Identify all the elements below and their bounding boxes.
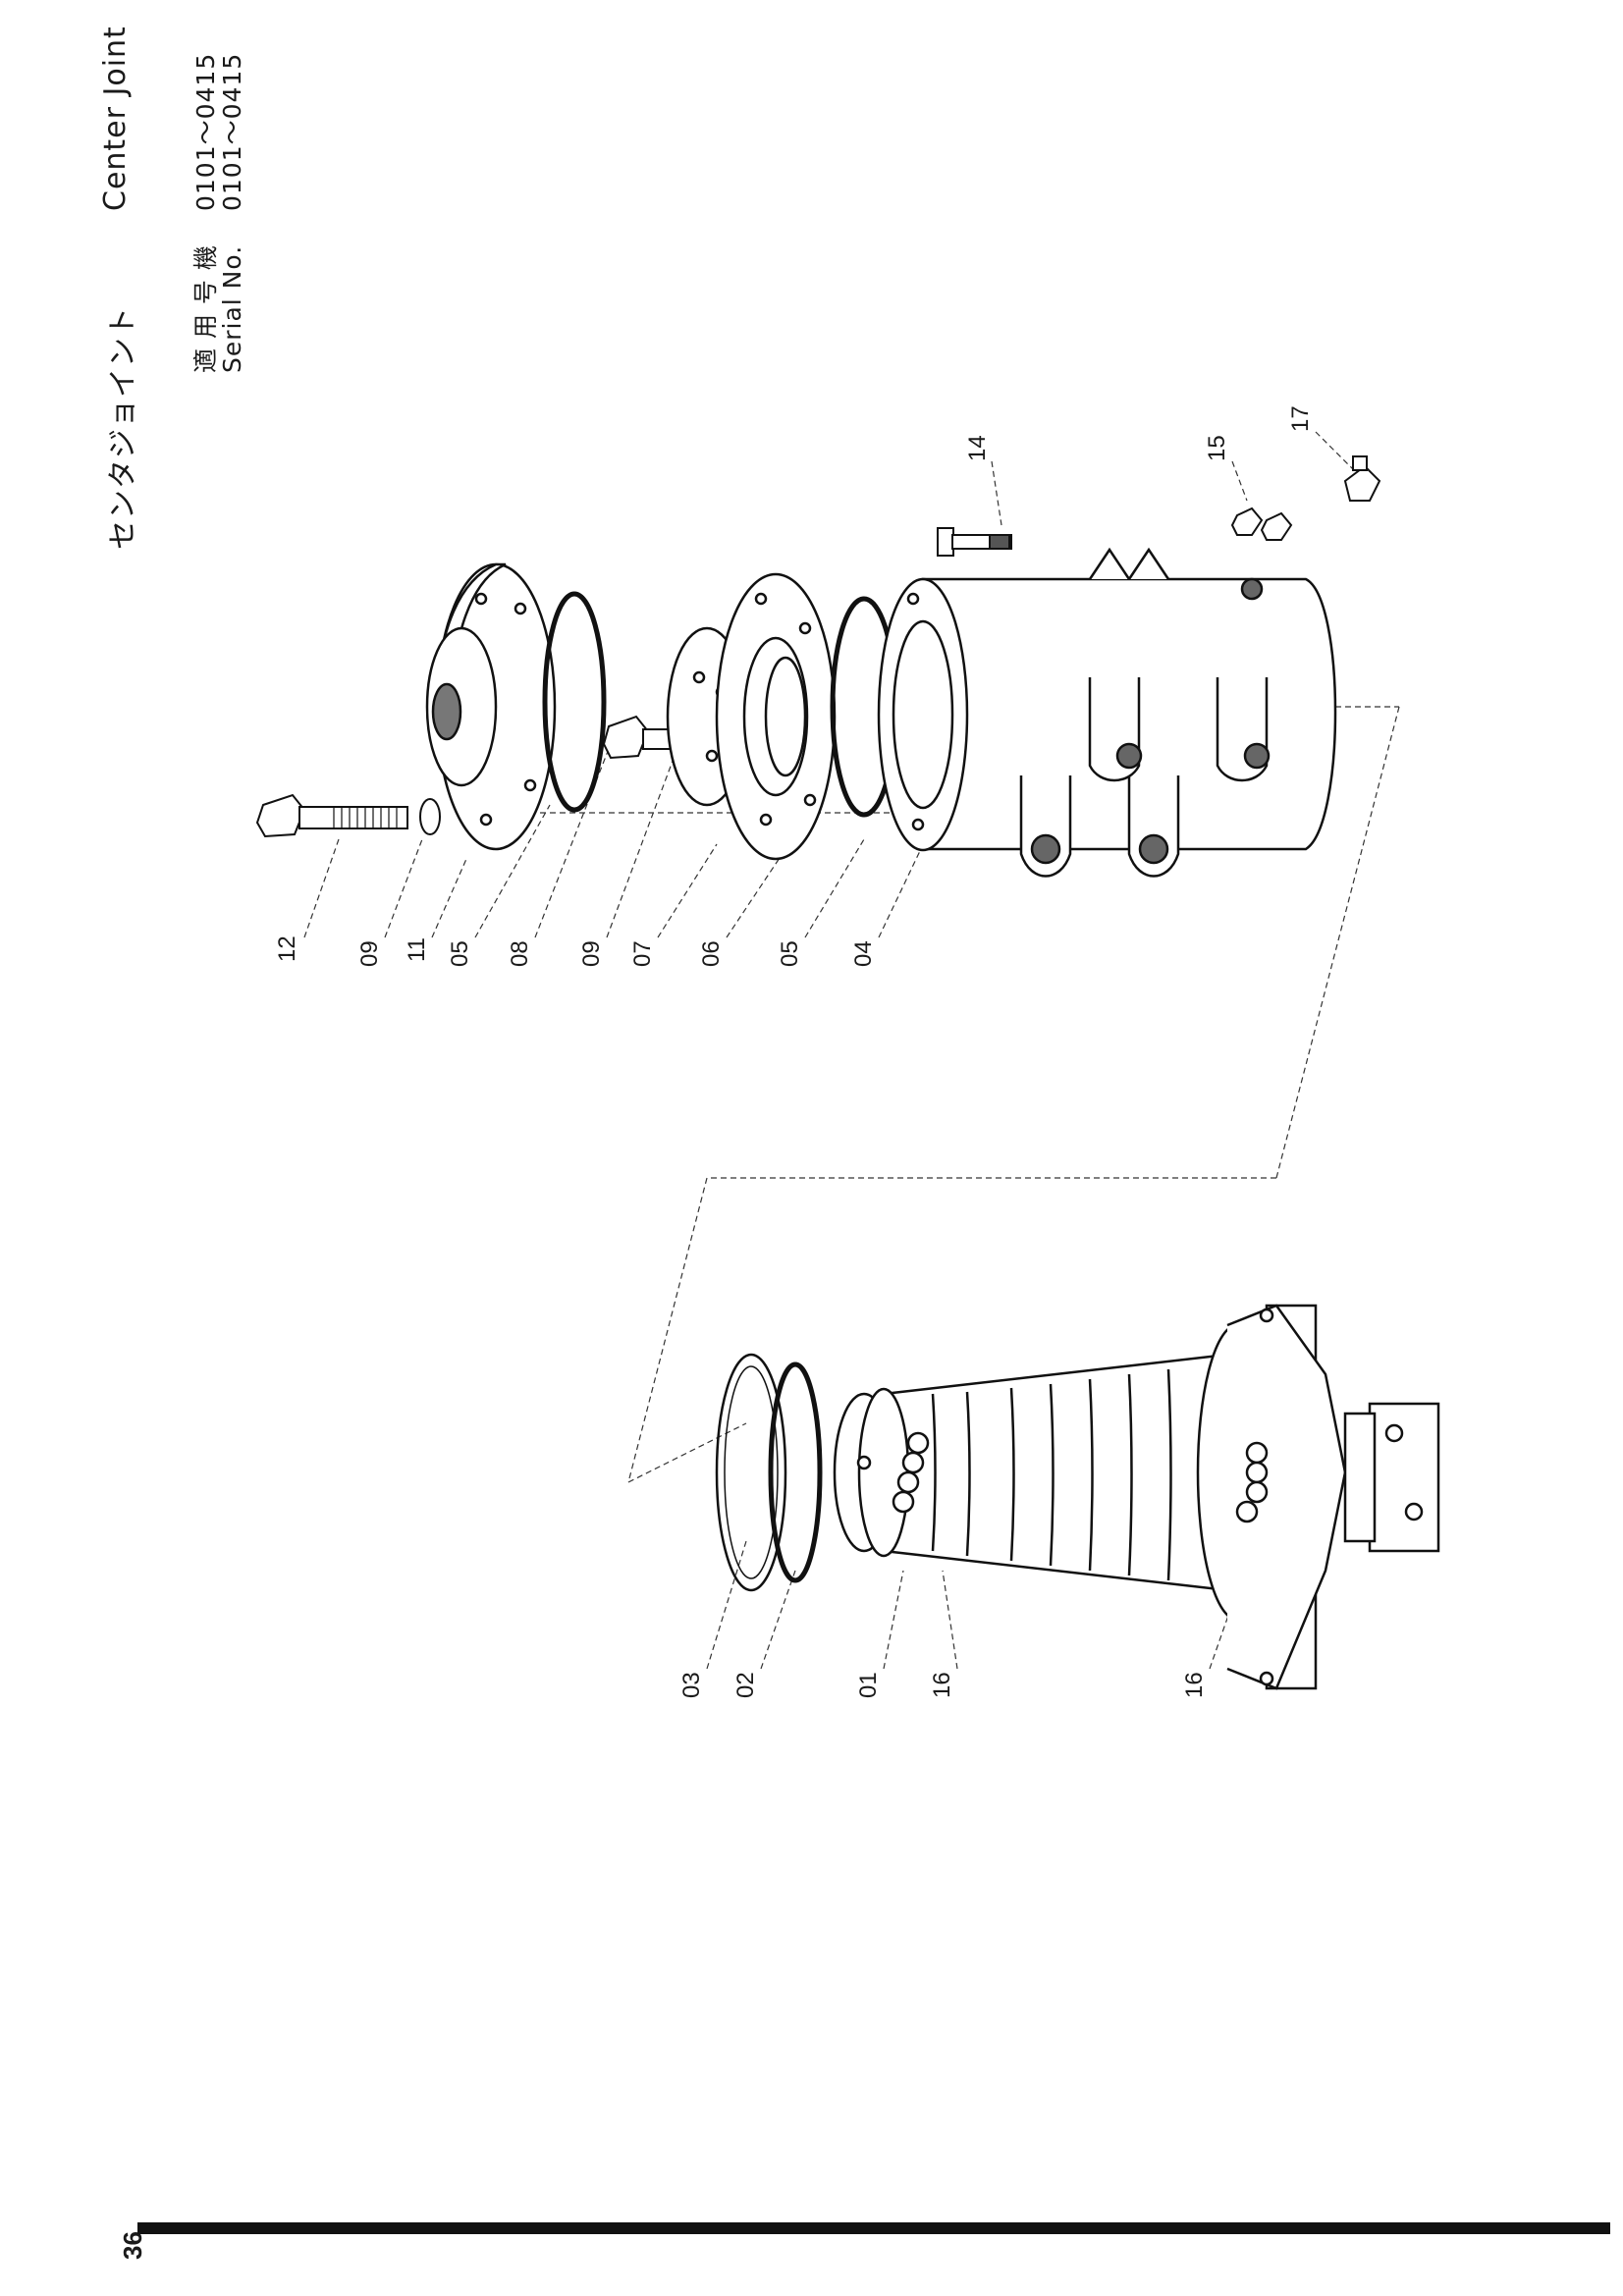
callout-05-a: 05 bbox=[447, 940, 473, 967]
callout-02: 02 bbox=[732, 1672, 759, 1698]
o-ring-05-a bbox=[542, 591, 607, 813]
callout-06: 06 bbox=[698, 940, 725, 967]
callout-08: 08 bbox=[507, 940, 533, 967]
o-ring-02 bbox=[768, 1362, 823, 1583]
base-flange bbox=[1196, 1304, 1440, 1690]
callout-09-b: 09 bbox=[578, 940, 605, 967]
callout-03: 03 bbox=[678, 1672, 705, 1698]
callout-12: 12 bbox=[274, 935, 300, 962]
callout-04: 04 bbox=[850, 940, 877, 967]
bolt-12 bbox=[255, 793, 408, 838]
body-04 bbox=[877, 547, 1337, 878]
callout-05-b: 05 bbox=[777, 940, 803, 967]
seal-03-inner bbox=[724, 1365, 779, 1579]
callout-01: 01 bbox=[855, 1672, 882, 1698]
callout-16-b: 16 bbox=[1181, 1672, 1208, 1698]
cover-11 bbox=[425, 562, 557, 851]
shaft-01 bbox=[833, 1353, 1229, 1592]
callout-labels: 12 09 11 05 08 09 07 06 05 04 14 15 17 0… bbox=[274, 405, 1314, 1698]
callout-07: 07 bbox=[629, 940, 656, 967]
callout-11: 11 bbox=[404, 937, 430, 962]
flange-06 bbox=[715, 572, 837, 861]
nuts-15 bbox=[1230, 507, 1293, 541]
callout-15: 15 bbox=[1204, 435, 1230, 461]
callout-09-a: 09 bbox=[356, 940, 383, 967]
callout-17: 17 bbox=[1287, 405, 1314, 432]
callout-14: 14 bbox=[964, 435, 991, 461]
seal-03 bbox=[715, 1353, 787, 1592]
grease-fitting-17 bbox=[1343, 455, 1381, 502]
washer-09-a bbox=[419, 798, 441, 835]
bolt-14 bbox=[937, 527, 1012, 557]
callout-16-a: 16 bbox=[929, 1672, 955, 1698]
